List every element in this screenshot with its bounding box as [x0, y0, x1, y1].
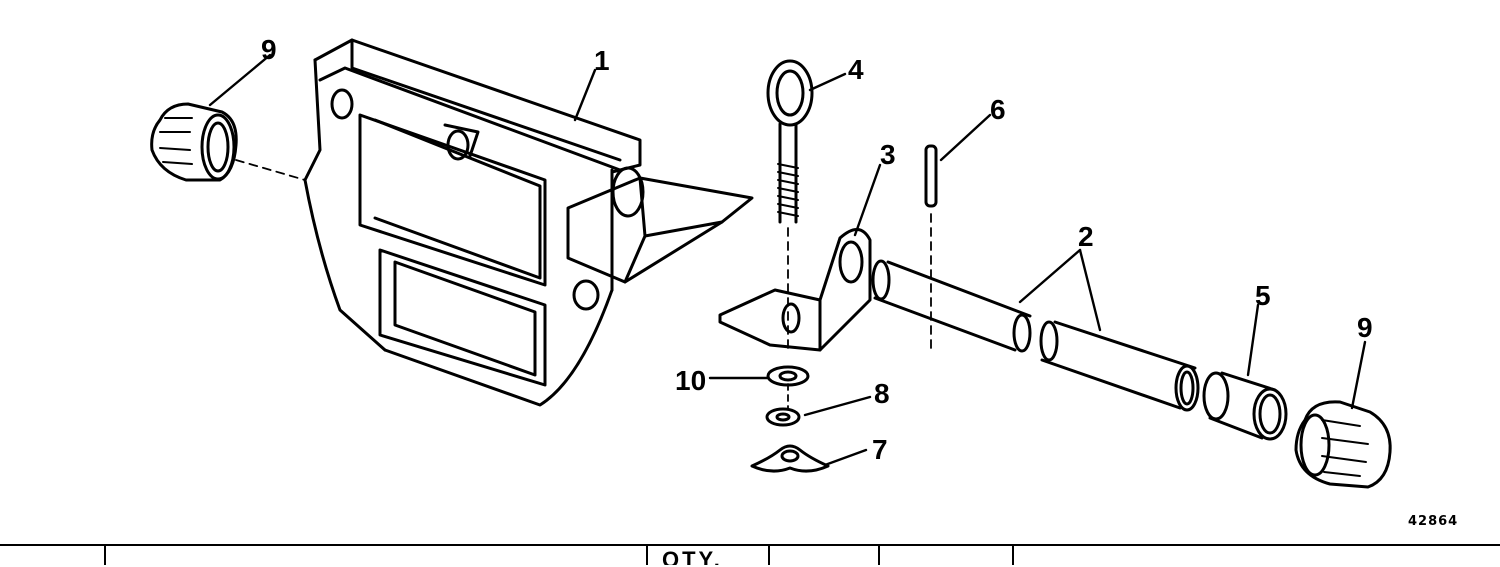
parts-table-header — [0, 544, 1500, 567]
callout-8: 8 — [874, 378, 890, 409]
callout-9-right: 9 — [1357, 312, 1373, 343]
callout-5: 5 — [1255, 280, 1271, 311]
figure-number: 42864 — [1408, 514, 1459, 529]
callout-3: 3 — [880, 139, 896, 170]
cap-right-drawing — [1294, 400, 1392, 489]
table-column-divider — [646, 544, 648, 565]
pin-drawing — [924, 144, 938, 208]
hardware-drawing — [750, 365, 830, 473]
spacer-drawing — [1202, 371, 1288, 441]
callout-1: 1 — [594, 45, 610, 76]
callout-10: 10 — [675, 365, 707, 396]
angle-plate-drawing — [718, 228, 872, 352]
cap-left-drawing — [150, 102, 238, 182]
table-column-divider — [1012, 544, 1014, 565]
callout-9-left: 9 — [261, 34, 277, 65]
callout-6: 6 — [990, 94, 1006, 125]
callout-7: 7 — [872, 434, 888, 465]
callout-2: 2 — [1078, 221, 1094, 252]
bracket-drawing — [303, 38, 754, 407]
eye-bolt-drawing — [766, 59, 814, 224]
table-column-divider — [104, 544, 106, 565]
table-column-divider — [768, 544, 770, 565]
qty-column-header: QTY. — [662, 549, 723, 565]
tube-drawing — [871, 259, 1200, 412]
table-column-divider — [878, 544, 880, 565]
callout-4: 4 — [848, 54, 864, 85]
